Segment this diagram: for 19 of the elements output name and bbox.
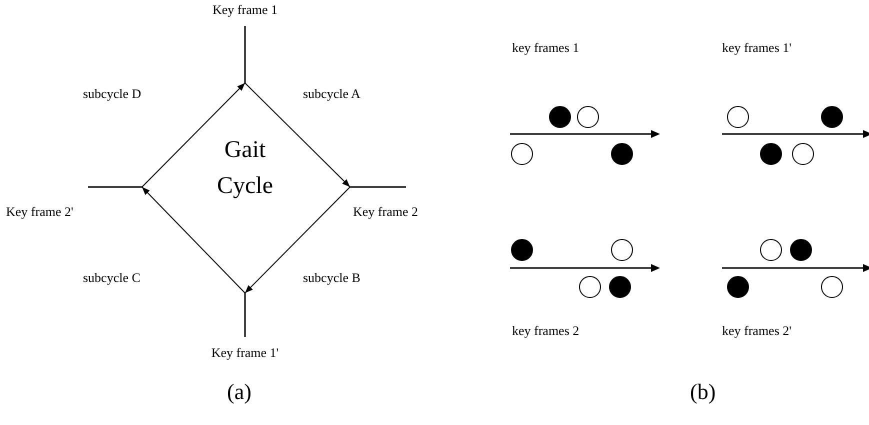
panel-caption: (a): [227, 378, 252, 406]
arrow: [244, 82, 350, 188]
text-label: key frames 1': [722, 39, 792, 57]
text-label: subcycle D: [83, 85, 142, 103]
text-label: subcycle C: [83, 269, 140, 287]
arrow: [142, 82, 246, 188]
text-label: subcycle B: [303, 269, 360, 287]
key-frame-label: Key frame 1': [210, 345, 280, 361]
key-frame-label: Key frame 2': [6, 204, 74, 220]
key-frame-label: Key frame 2: [353, 204, 418, 220]
arrow: [142, 186, 246, 294]
center-label: Gait Cycle: [216, 136, 274, 201]
panel-caption: (b): [690, 378, 716, 406]
text-label: key frames 2: [512, 322, 580, 340]
arrow: [244, 186, 350, 294]
text-label: key frames 2': [722, 322, 792, 340]
text-label: key frames 1: [512, 39, 580, 57]
text-label: subcycle A: [303, 85, 360, 103]
key-frame-label: Key frame 1: [212, 2, 278, 18]
